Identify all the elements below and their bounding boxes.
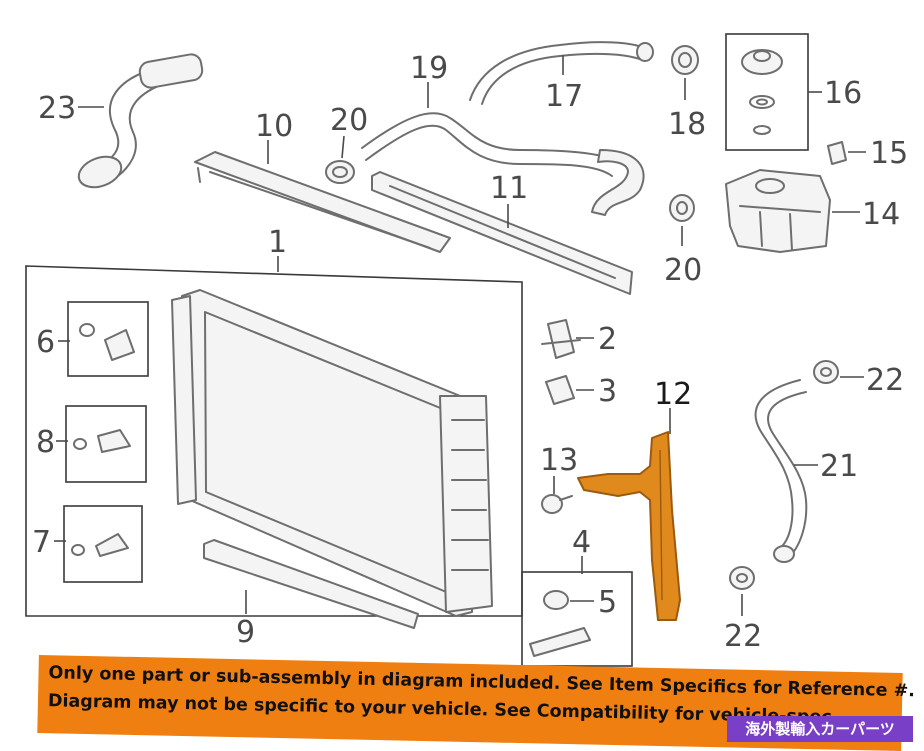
shop-badge: 海外製輸入カーパーツ [727,716,913,742]
callout-12: 12 [654,377,692,412]
part-22-clamp-lower [729,566,755,590]
callout-9: 9 [236,615,255,650]
box-8 [65,405,147,483]
part-7-fitting [71,533,129,557]
callout-8: 8 [36,425,55,460]
part-17-hose [469,41,654,105]
callout-10: 10 [255,109,293,144]
callout-20a: 20 [330,103,368,138]
callout-22b: 22 [724,619,762,654]
part-15-clip [827,141,847,165]
box-7 [63,505,143,583]
callout-15: 15 [870,136,908,171]
callout-7: 7 [32,525,51,560]
part-9-baffle [203,539,419,629]
box-6 [67,301,149,377]
part-2-bracket [541,319,581,359]
callout-19: 19 [410,51,448,86]
part-18-clamp [671,45,699,75]
part-4-bracket [529,590,591,657]
part-14-reservoir [725,169,831,253]
part-21-hose [754,379,808,563]
callout-11: 11 [490,171,528,206]
callout-3: 3 [598,374,617,409]
callout-17: 17 [545,79,583,114]
callout-23: 23 [38,91,76,126]
callout-20b: 20 [664,253,702,288]
callout-4: 4 [572,525,591,560]
leader-20a [341,135,345,159]
part-13-pushpin [541,494,573,514]
callout-1: 1 [268,225,287,260]
callout-6: 6 [36,325,55,360]
part-16-cap [741,49,783,135]
part-6-bolt [79,323,135,361]
callout-16: 16 [824,76,862,111]
part-20-clamp-lower [669,194,695,222]
part-3-insulator [545,375,575,405]
part-12-bracket-highlight [577,431,681,621]
callout-2: 2 [598,322,617,357]
part-10-baffle [194,151,451,253]
part-8-fitting [73,429,131,453]
part-20-clamp-upper [325,160,355,184]
part-19-hose [361,112,645,216]
callout-21: 21 [820,449,858,484]
callout-5: 5 [598,585,617,620]
callout-14: 14 [862,197,900,232]
part-1-radiator [171,289,493,617]
callout-22a: 22 [866,363,904,398]
part-22-clamp-upper [813,360,839,384]
callout-13: 13 [540,443,578,478]
part-11-baffle [371,171,633,295]
part-23-hose [77,53,204,189]
callout-18: 18 [668,107,706,142]
